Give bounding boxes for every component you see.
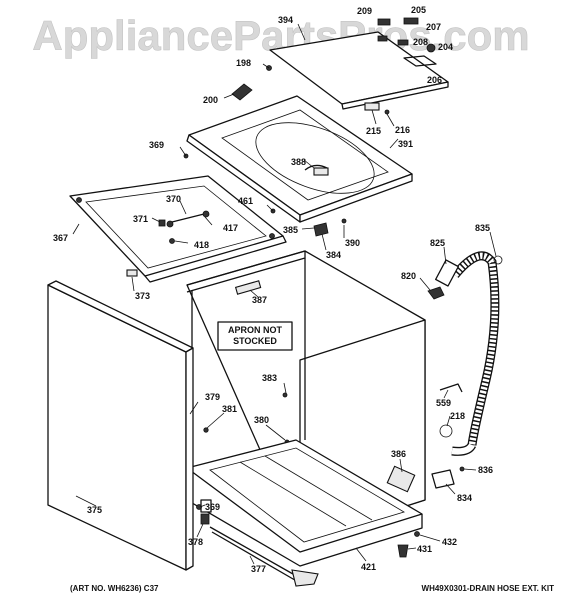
label-825: 825: [430, 238, 445, 248]
label-209: 209: [357, 6, 372, 16]
cabinet-base[interactable]: [186, 439, 423, 567]
label-390: 390: [345, 238, 360, 248]
label-461: 461: [238, 196, 253, 206]
label-384: 384: [326, 250, 341, 260]
label-377: 377: [251, 564, 266, 574]
label-371: 371: [133, 214, 148, 224]
apron-note-box: [217, 321, 293, 351]
label-369-bottom: 369: [205, 502, 220, 512]
label-834: 834: [457, 493, 472, 503]
lid-hinge-parts[interactable]: [266, 17, 437, 115]
label-200: 200: [203, 95, 218, 105]
drain-hose-kit-caption: WH49X0301-DRAIN HOSE EXT. KIT: [422, 584, 555, 593]
hose-clamps[interactable]: [427, 255, 503, 489]
frame-spring-parts[interactable]: [126, 210, 210, 277]
label-198: 198: [236, 58, 251, 68]
watermark-text: AppliancePartsPros.com: [32, 12, 529, 59]
label-207: 207: [426, 22, 441, 32]
leader-lines: [72, 23, 497, 565]
label-206: 206: [427, 75, 442, 85]
label-375: 375: [87, 505, 102, 515]
label-432: 432: [442, 537, 457, 547]
apron-note-line-1: APRON NOT: [228, 325, 283, 335]
label-369-top: 369: [149, 140, 164, 150]
label-380: 380: [254, 415, 269, 425]
apron-note-line-2: STOCKED: [233, 336, 277, 346]
label-388: 388: [291, 157, 306, 167]
label-370: 370: [166, 194, 181, 204]
label-386: 386: [391, 449, 406, 459]
label-835: 835: [475, 223, 490, 233]
label-204: 204: [438, 42, 453, 52]
label-387: 387: [252, 295, 267, 305]
label-418: 418: [194, 240, 209, 250]
front-brace[interactable]: [209, 526, 319, 587]
art-number-caption: (ART NO. WH6236) C37: [70, 584, 159, 593]
label-383: 383: [262, 373, 277, 383]
mounting-frame[interactable]: [69, 175, 287, 283]
label-385: 385: [283, 225, 298, 235]
top-cover[interactable]: [186, 95, 413, 223]
label-367: 367: [53, 233, 68, 243]
label-215: 215: [366, 126, 381, 136]
label-216: 216: [395, 125, 410, 135]
rear-leg-parts[interactable]: [397, 531, 420, 558]
label-559: 559: [436, 398, 451, 408]
label-208: 208: [413, 37, 428, 47]
label-820: 820: [401, 271, 416, 281]
label-381: 381: [222, 404, 237, 414]
part-labels: 394 209 205 207 208 204 198 206 200 215 …: [53, 5, 493, 574]
label-378: 378: [188, 537, 203, 547]
lid[interactable]: [269, 31, 449, 110]
top-cover-brackets[interactable]: [183, 153, 347, 237]
label-417: 417: [223, 223, 238, 233]
drain-hose[interactable]: [435, 251, 500, 456]
front-apron-panel[interactable]: [47, 280, 194, 571]
label-218: 218: [450, 411, 465, 421]
label-431: 431: [417, 544, 432, 554]
label-836: 836: [478, 465, 493, 475]
lid-switch-knob[interactable]: [231, 83, 253, 101]
label-373: 373: [135, 291, 150, 301]
label-205: 205: [411, 5, 426, 15]
label-421: 421: [361, 562, 376, 572]
label-391: 391: [398, 139, 413, 149]
leveling-leg[interactable]: [196, 499, 212, 525]
label-379: 379: [205, 392, 220, 402]
label-394: 394: [278, 15, 293, 25]
